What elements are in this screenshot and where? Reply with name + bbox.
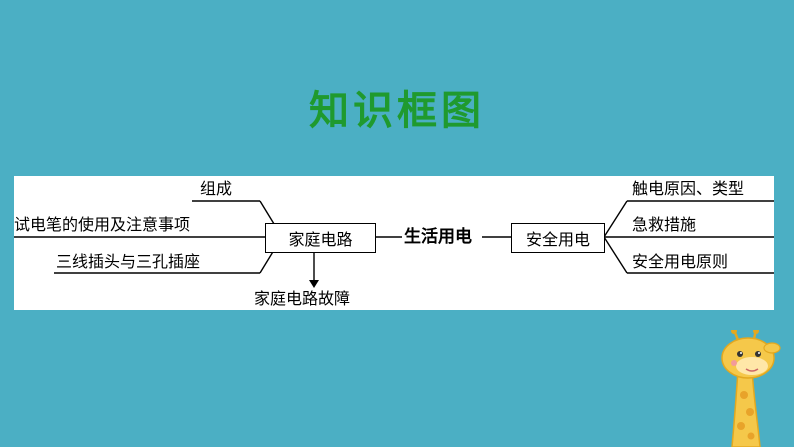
page-title: 知识框图 — [309, 88, 485, 134]
knowledge-diagram: 组成 试电笔的使用及注意事项 三线插头与三孔插座 家庭电路 生活用电 安全用电 … — [14, 176, 774, 310]
branch-composition: 组成 — [200, 179, 233, 198]
box-safe-electricity: 安全用电 — [511, 223, 605, 253]
arrow-down-head — [309, 280, 319, 288]
branch-circuit-fault: 家庭电路故障 — [254, 289, 351, 308]
branch-shock-causes: 触电原因、类型 — [632, 179, 745, 198]
branch-test-pen: 试电笔的使用及注意事项 — [14, 215, 191, 234]
branch-plug-socket: 三线插头与三孔插座 — [56, 252, 201, 271]
box-home-circuit: 家庭电路 — [265, 223, 376, 253]
branch-first-aid: 急救措施 — [632, 215, 697, 234]
giraffe-mascot-icon — [721, 330, 781, 447]
converge-line-4 — [603, 200, 628, 238]
converge-line-6 — [603, 236, 628, 274]
branch-safety-principles: 安全用电原则 — [632, 252, 729, 271]
center-topic: 生活用电 — [404, 227, 472, 247]
diagram-connectors — [14, 200, 774, 288]
